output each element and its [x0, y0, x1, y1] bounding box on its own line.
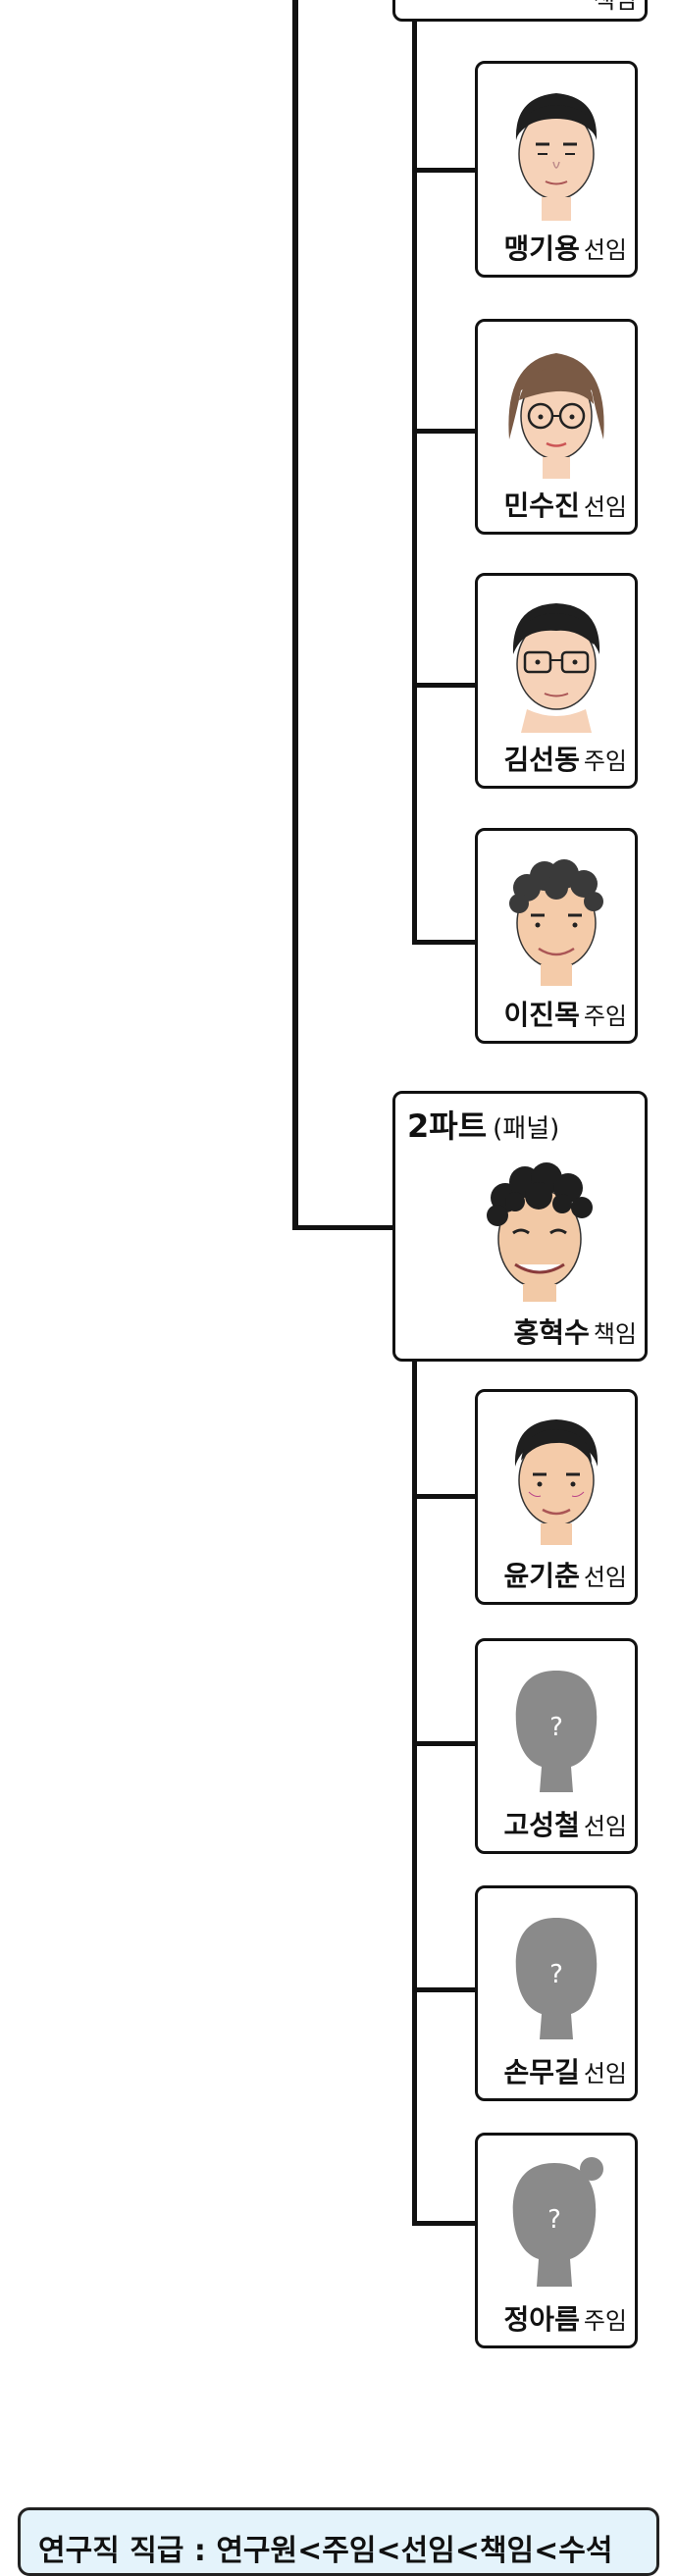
part-title: 2파트(패널) — [407, 1108, 560, 1145]
svg-text:?: ? — [549, 1960, 563, 1989]
part2-branch-2 — [412, 1741, 477, 1746]
part1-branch-2 — [412, 429, 477, 434]
rank-legend-text: 연구직 직급 : 연구원<주임<선임<책임<수석 — [38, 2534, 613, 2568]
woman-glasses-portrait — [508, 353, 604, 479]
part2-trunk-line — [412, 1362, 417, 2225]
part2-branch-3 — [412, 1987, 477, 1992]
part2-branch-4 — [412, 2221, 477, 2226]
man-short-hair-portrait — [515, 93, 598, 221]
part1-leader-card: 책임 — [392, 0, 648, 22]
unknown-woman-silhouette-icon: ? — [512, 2157, 603, 2287]
older-man-portrait — [514, 1419, 599, 1545]
part1-trunk-line — [412, 18, 417, 945]
man-glasses-portrait — [512, 603, 600, 733]
unknown-silhouette-icon: ? — [515, 1671, 598, 1792]
leader-portrait — [487, 1162, 594, 1302]
part1-leader-name: 책임 — [593, 0, 637, 14]
svg-text:?: ? — [547, 2205, 561, 2235]
part1-branch-1 — [412, 168, 477, 173]
man-curly-portrait — [509, 859, 603, 986]
svg-text:?: ? — [549, 1713, 563, 1742]
part1-branch-3 — [412, 683, 477, 688]
unknown-silhouette-icon: ? — [515, 1918, 598, 2039]
part1-branch-4 — [412, 940, 477, 945]
main-branch-line — [292, 1225, 396, 1230]
main-trunk-line — [292, 0, 298, 1229]
rank-legend-box: 연구직 직급 : 연구원<주임<선임<책임<수석 — [18, 2507, 659, 2576]
part2-branch-1 — [412, 1494, 477, 1499]
